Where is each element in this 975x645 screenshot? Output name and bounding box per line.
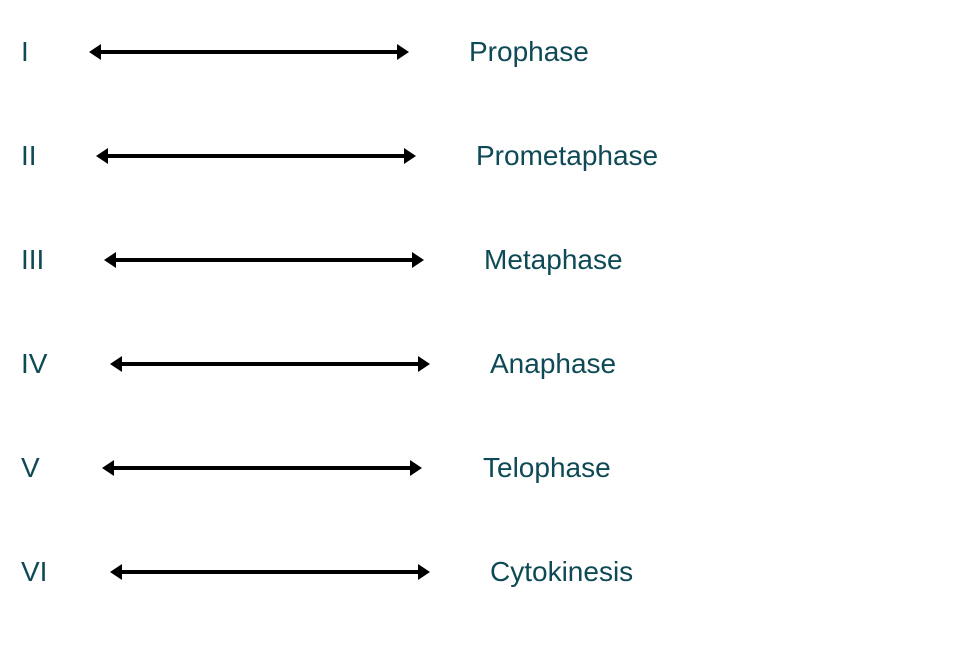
row-numeral: I <box>21 36 29 67</box>
phase-label: Telophase <box>483 452 611 483</box>
phase-row: III Metaphase <box>0 240 975 280</box>
phase-label: Prophase <box>469 36 589 67</box>
row-numeral: VI <box>21 556 48 587</box>
double-arrow-icon <box>110 344 432 384</box>
phase-row: VI Cytokinesis <box>0 552 975 592</box>
double-arrow-icon <box>104 240 426 280</box>
row-numeral: II <box>21 140 37 171</box>
double-arrow-icon <box>110 552 432 592</box>
phase-label: Metaphase <box>484 244 623 275</box>
double-arrow-icon <box>89 32 411 72</box>
double-arrow-icon <box>102 448 424 488</box>
row-numeral: V <box>21 452 40 483</box>
phase-row: II Prometaphase <box>0 136 975 176</box>
phase-label: Cytokinesis <box>490 556 634 587</box>
row-numeral: III <box>21 244 45 275</box>
phase-row: I Prophase <box>0 32 975 72</box>
double-arrow-icon <box>96 136 418 176</box>
phase-label: Prometaphase <box>476 140 659 171</box>
phase-row: V Telophase <box>0 448 975 488</box>
phase-row: IV Anaphase <box>0 344 975 384</box>
phase-label: Anaphase <box>490 348 617 379</box>
row-numeral: IV <box>21 348 48 379</box>
